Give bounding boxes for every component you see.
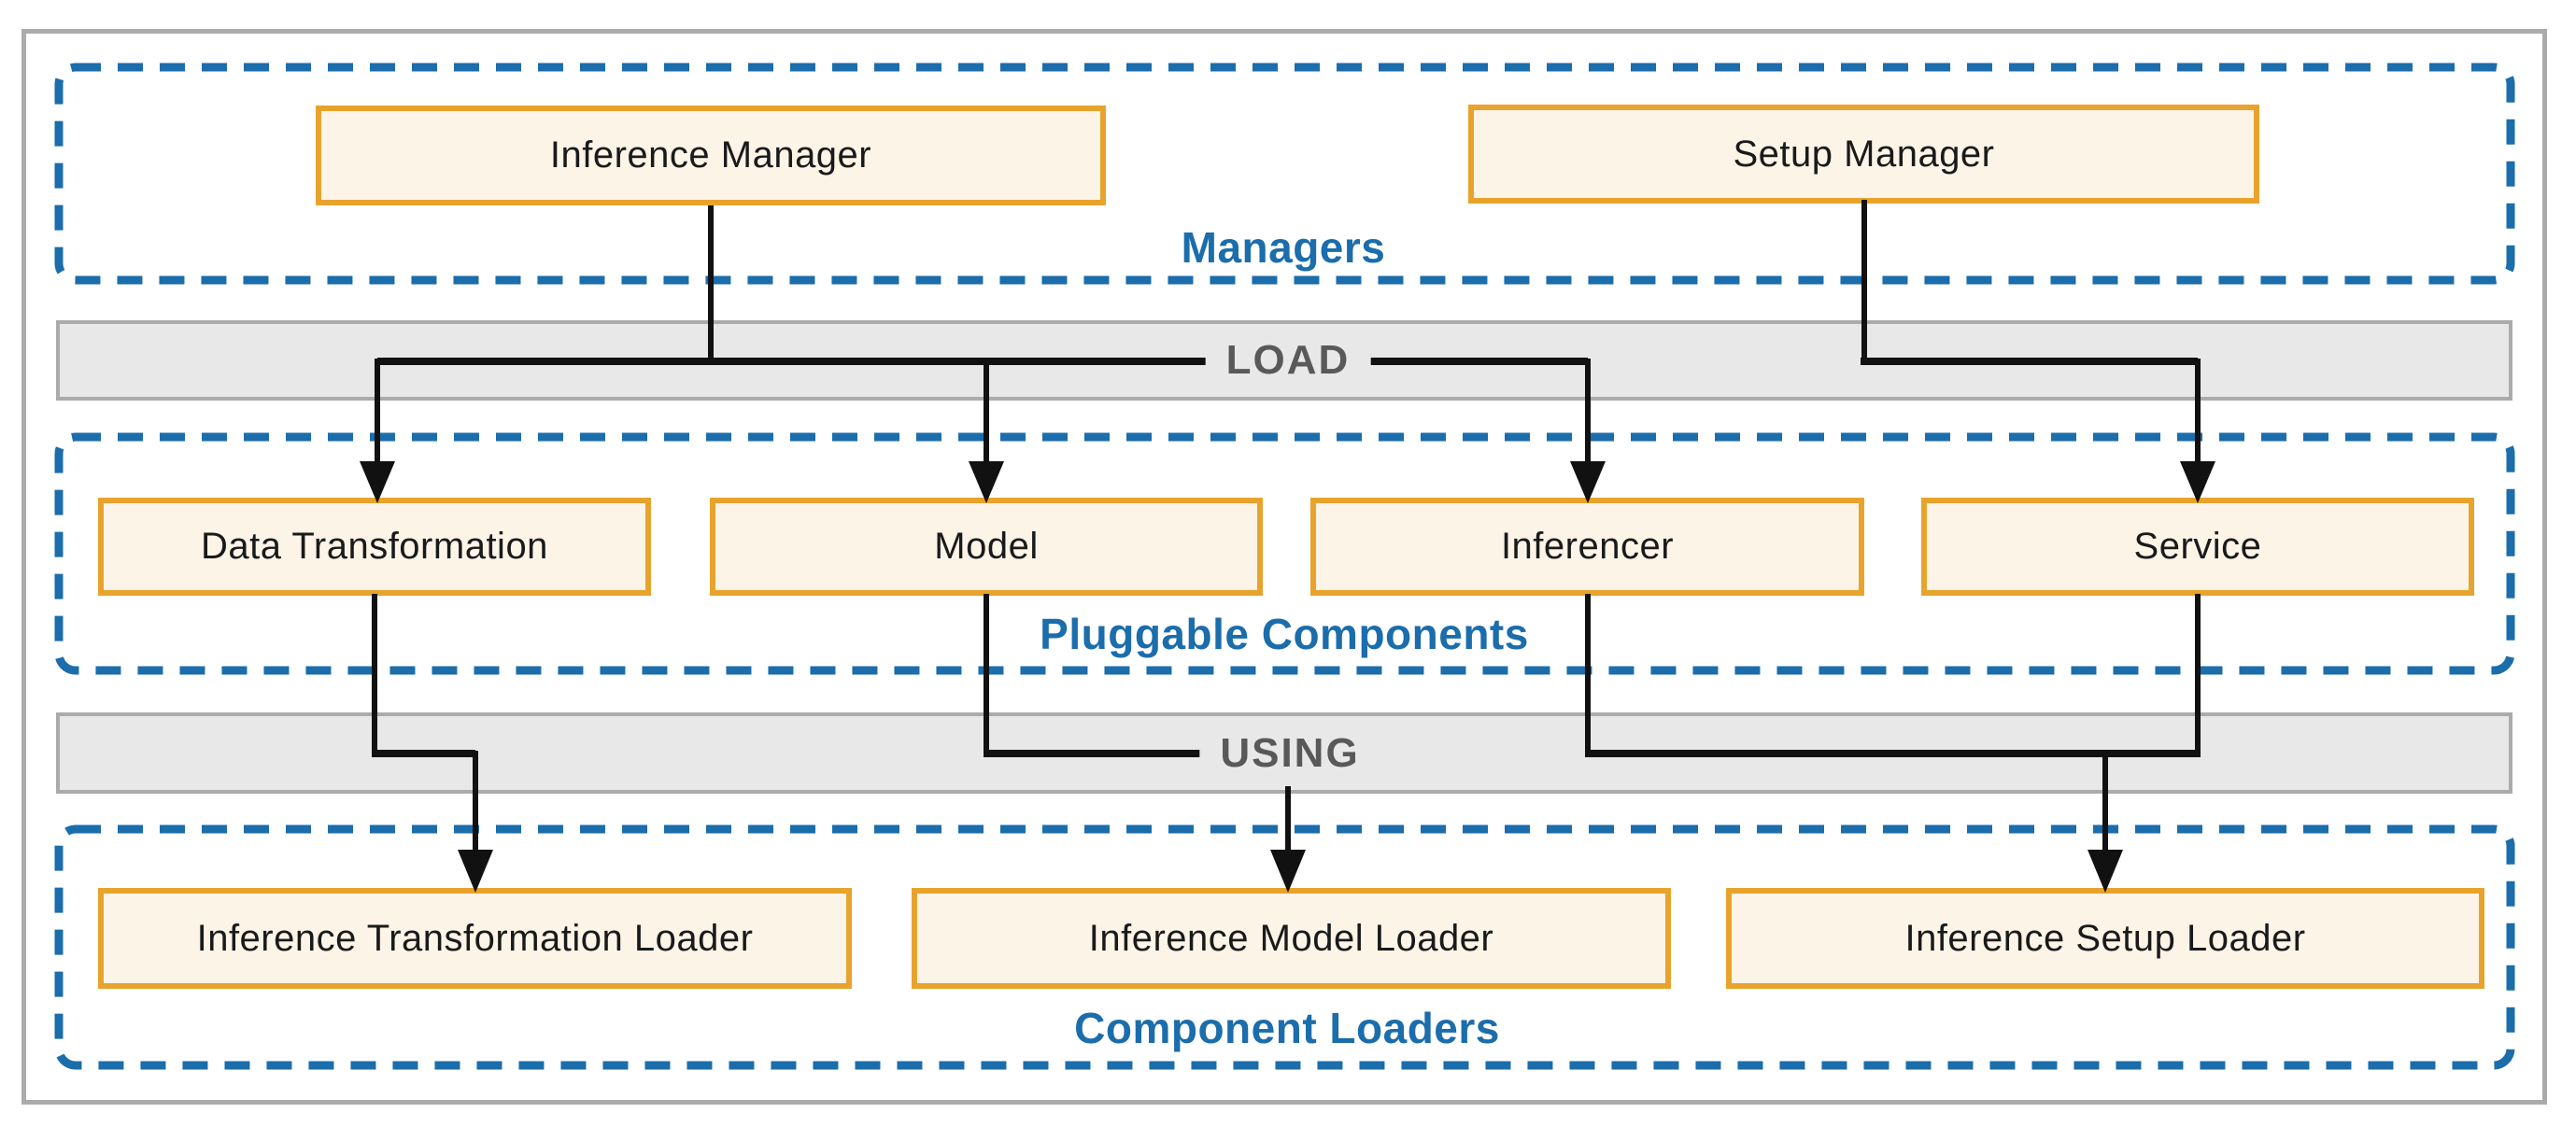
node-model: Model [710, 498, 1263, 596]
load-label: LOAD [1205, 328, 1371, 393]
node-inference-setup-loader: Inference Setup Loader [1726, 888, 2484, 989]
group-label-component-loaders: Component Loaders [1074, 1004, 1500, 1052]
node-data-transformation: Data Transformation [98, 498, 651, 596]
node-inference-model-loader: Inference Model Loader [912, 888, 1671, 989]
node-setup-manager: Setup Manager [1468, 105, 2259, 204]
using-label: USING [1199, 721, 1380, 786]
node-service: Service [1921, 498, 2474, 596]
node-inference-manager: Inference Manager [316, 106, 1106, 205]
group-label-managers: Managers [1181, 223, 1386, 272]
node-inference-transformation-loader: Inference Transformation Loader [98, 888, 852, 989]
node-inferencer: Inferencer [1310, 498, 1864, 596]
group-label-pluggable-components: Pluggable Components [1040, 610, 1529, 658]
